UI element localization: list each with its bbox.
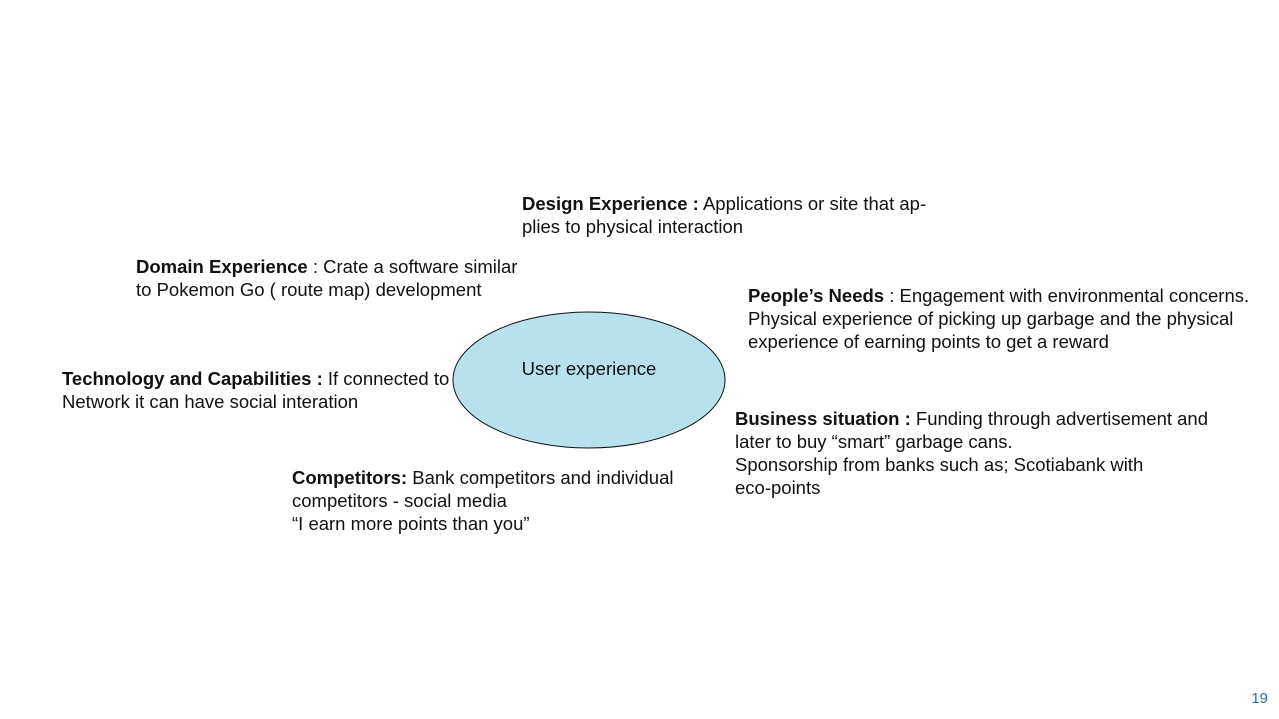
- domain-experience-title: Domain Experience: [136, 256, 308, 277]
- competitors-text-3: “I earn more points than you”: [292, 513, 530, 534]
- competitors-block: Competitors: Bank competitors and indivi…: [292, 466, 673, 535]
- business-situation-line-1: Business situation : Funding through adv…: [735, 407, 1208, 430]
- business-situation-title: Business situation :: [735, 408, 911, 429]
- design-experience-text-1: Applications or site that ap-: [698, 193, 927, 214]
- peoples-needs-block: People’s Needs : Engagement with environ…: [748, 284, 1249, 353]
- domain-experience-line-1: Domain Experience : Crate a software sim…: [136, 255, 517, 278]
- user-experience-label: User experience: [521, 358, 657, 379]
- domain-experience-text-2: to Pokemon Go ( route map) development: [136, 279, 482, 300]
- peoples-needs-text-3: experience of earning points to get a re…: [748, 331, 1109, 352]
- business-situation-text-4: eco-points: [735, 477, 821, 498]
- domain-experience-text-1: : Crate a software similar: [307, 256, 518, 277]
- business-situation-text-1: Funding through advertisement and: [910, 408, 1209, 429]
- technology-capabilities-text-1: If connected to: [322, 368, 450, 389]
- competitors-line-1: Competitors: Bank competitors and indivi…: [292, 466, 673, 489]
- page-number: 19: [1251, 690, 1268, 707]
- peoples-needs-title: People’s Needs: [748, 285, 885, 306]
- design-experience-text-2: plies to physical interaction: [522, 216, 744, 237]
- design-experience-block: Design Experience : Applications or site…: [522, 192, 926, 238]
- user-experience-ellipse: [452, 311, 726, 449]
- competitors-text-1: Bank competitors and individual: [407, 467, 674, 488]
- peoples-needs-text-1: : Engagement with environmental concerns…: [884, 285, 1250, 306]
- domain-experience-block: Domain Experience : Crate a software sim…: [136, 255, 517, 301]
- peoples-needs-text-2: Physical experience of picking up garbag…: [748, 308, 1234, 329]
- business-situation-text-3: Sponsorship from banks such as; Scotiaba…: [735, 454, 1144, 475]
- business-situation-block: Business situation : Funding through adv…: [735, 407, 1208, 499]
- peoples-needs-line-1: People’s Needs : Engagement with environ…: [748, 284, 1249, 307]
- competitors-text-2: competitors - social media: [292, 490, 507, 511]
- competitors-title: Competitors:: [292, 467, 408, 488]
- technology-capabilities-block: Technology and Capabilities : If connect…: [62, 367, 449, 413]
- design-experience-title: Design Experience :: [522, 193, 699, 214]
- technology-capabilities-text-2: Network it can have social interation: [62, 391, 359, 412]
- technology-capabilities-line-1: Technology and Capabilities : If connect…: [62, 367, 449, 390]
- ellipse-shape: [452, 311, 726, 449]
- business-situation-text-2: later to buy “smart” garbage cans.: [735, 431, 1013, 452]
- design-experience-line-1: Design Experience : Applications or site…: [522, 192, 926, 215]
- technology-capabilities-title: Technology and Capabilities :: [62, 368, 323, 389]
